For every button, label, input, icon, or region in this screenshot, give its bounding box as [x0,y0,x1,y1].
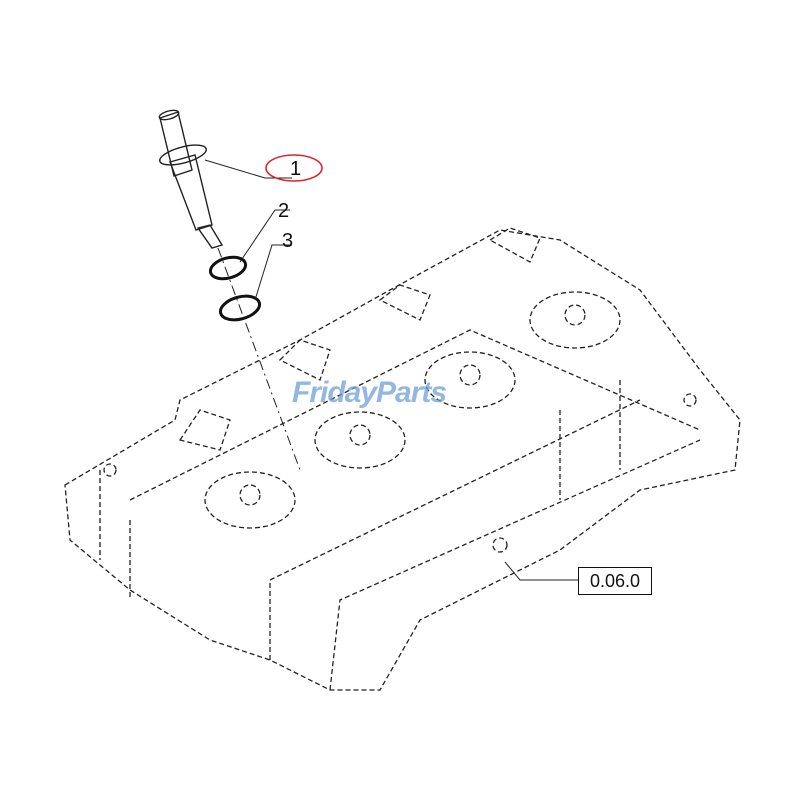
o-rings [208,255,262,322]
leader-lines [204,159,578,581]
watermark-logo: FridayParts [292,376,447,409]
callout-2[interactable]: 2 [278,200,290,222]
injector [158,109,224,249]
reference-box[interactable]: 0.06.0 [578,567,652,595]
o-ring-3 [218,294,262,322]
callout-3[interactable]: 3 [282,230,294,252]
callout-1[interactable]: 1 [290,158,302,180]
callout-highlight-circle [265,154,323,182]
o-ring-2 [208,255,248,281]
cylinder-head [64,227,741,691]
